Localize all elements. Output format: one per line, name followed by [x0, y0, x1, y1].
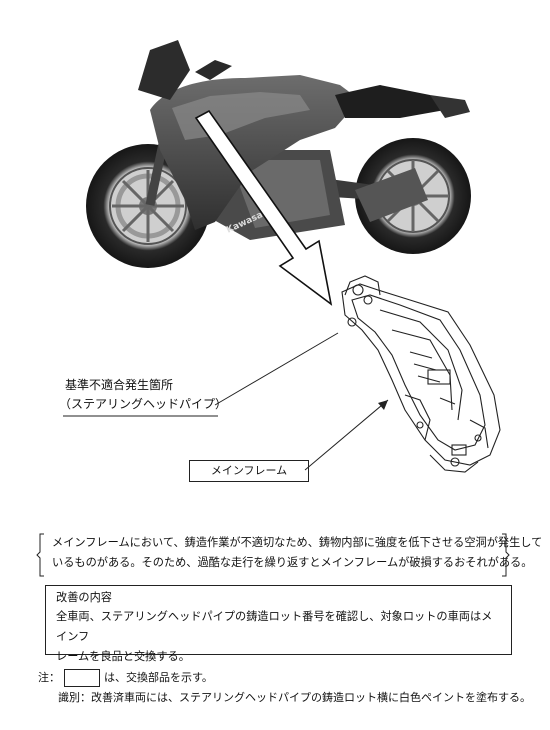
main-frame-arrowhead [378, 400, 388, 410]
defect-line-2: いるものがある。そのため、過酷な走行を繰り返すとメインフレームが破損するおそれが… [52, 556, 533, 569]
defect-location-title: 基準不適合発生箇所 [65, 378, 174, 392]
remedy-title: 改善の内容 [56, 591, 112, 604]
left-bracket [36, 533, 44, 577]
replacement-part-legend-box [64, 669, 100, 687]
note-prefix: 注： [38, 671, 60, 684]
motorcycle-image: Kawasaki [86, 40, 471, 268]
note-row: 注： は、交換部品を示す。 [38, 669, 213, 687]
zoom-arrow [194, 109, 333, 306]
defect-location-label: 基準不適合発生箇所 （ステアリングヘッドパイプ） [59, 376, 227, 414]
defect-description: メインフレームにおいて、鋳造作業が不適切なため、鋳物内部に強度を低下させる空洞が… [36, 533, 543, 577]
defect-line-1: メインフレームにおいて、鋳造作業が不適切なため、鋳物内部に強度を低下させる空洞が… [52, 536, 543, 549]
note-text: は、交換部品を示す。 [104, 671, 213, 684]
defect-location-part: （ステアリングヘッドパイプ） [59, 397, 228, 411]
main-frame-leader [304, 399, 389, 471]
remedy-box: 改善の内容 全車両、ステアリングヘッドパイプの鋳造ロット番号を確認し、対象ロット… [45, 585, 512, 663]
right-bracket [502, 533, 510, 577]
remedy-line-2: レームを良品と交換する。 [56, 650, 190, 663]
remedy-line-1: 全車両、ステアリングヘッドパイプの鋳造ロット番号を確認し、対象ロットの車両はメイ… [56, 610, 493, 643]
main-frame-label: メインフレーム [189, 460, 309, 482]
recall-illustration: Kawasaki [63, 40, 501, 473]
identification-note: 識別：改善済車両には、ステアリングヘッドパイプの鋳造ロット横に白色ペイントを塗布… [58, 691, 531, 704]
defect-location-leader [214, 332, 339, 406]
main-frame-drawing [341, 275, 501, 473]
